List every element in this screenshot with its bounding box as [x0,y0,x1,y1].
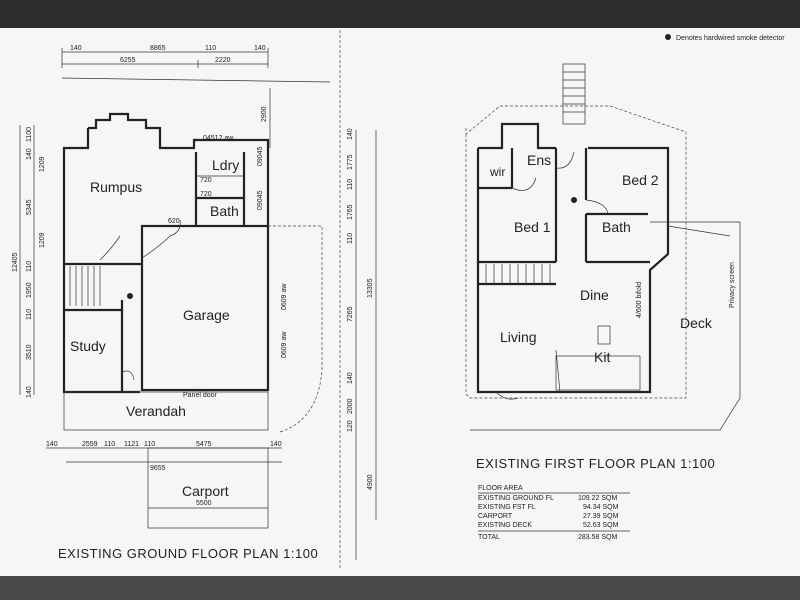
smoke-detector-icon [127,293,133,299]
ground-left-dim-8: 1950 [26,282,33,298]
ground-top-dim-5: 6255 [120,57,136,64]
first-floor-plan: Denotes hardwired smoke detector [465,34,785,541]
ground-bottom-dim-4: 1121 [124,441,139,448]
mid-dim-3: 110 [347,179,354,190]
mid-dim-5: 110 [347,233,354,244]
paper [0,28,800,576]
mid-dim-2: 1775 [347,154,354,170]
area-row-label: EXISTING DECK [478,522,532,529]
ground-left-dim-4: 5345 [26,199,33,215]
ground-left-dim-6: 12405 [12,252,19,272]
ground-left-dim-10: 3510 [26,344,33,360]
note-04512: 04512 aw [203,135,234,142]
mid-dim-7: 7265 [347,306,354,322]
mid-dim-8: 140 [347,372,354,384]
room-rumpus: Rumpus [90,179,142,195]
ground-floor-title: EXISTING GROUND FLOOR PLAN 1:100 [58,546,318,561]
note-09045-b: 09045 [257,190,264,210]
room-first-bath: Bath [602,219,631,235]
room-deck: Deck [680,315,713,331]
ground-top-dim-1: 140 [70,45,82,52]
note-720-a: 720 [200,177,212,184]
ground-left-dim-3: 1209 [39,156,46,172]
area-row-value: 52.63 SQM [583,522,619,529]
ground-top-dim-3: 110 [205,45,216,52]
smoke-detector-legend-icon [665,34,671,40]
area-total-label: TOTAL [478,534,500,541]
note-09045-a: 09045 [257,146,264,166]
note-720-b: 720 [200,191,212,198]
note-620: 620 [168,218,180,225]
room-carport: Carport [182,483,229,499]
first-floor-title: EXISTING FIRST FLOOR PLAN 1:100 [476,456,715,471]
ground-bottom-dim-5: 110 [144,441,155,448]
room-laundry: Ldry [212,157,239,173]
area-row-label: CARPORT [478,513,513,520]
ground-bottom-dim-3: 110 [104,441,115,448]
garage-walls [140,224,270,392]
mid-dim-11: 4900 [367,474,374,490]
room-wir: wir [489,165,505,179]
floor-area-table: FLOOR AREA EXISTING GROUND FL 109.22 SQM… [478,485,630,541]
ground-left-dim-9: 110 [26,309,33,320]
room-kitchen: Kit [594,349,610,365]
room-living: Living [500,329,537,345]
area-row-value: 109.22 SQM [578,495,617,502]
room-study: Study [70,338,106,354]
mid-dim-9: 2000 [347,398,354,414]
room-ground-bath: Bath [210,203,239,219]
mid-dim-10: 120 [347,420,354,432]
ground-top-dim-4: 140 [254,45,266,52]
note-bifold: 4/600 bifold [636,282,643,318]
ground-bottom-dim-6: 5475 [196,441,212,448]
ground-left-dim-1: 1100 [26,127,33,142]
ground-bottom-dim-7: 140 [270,441,282,448]
area-row-label: EXISTING GROUND FL [478,495,554,502]
ground-left-dim-2: 140 [26,148,33,160]
area-row-value: 27.39 SQM [583,513,619,520]
ground-floor-plan: 140 8865 110 140 6255 2220 2900 1100 140… [12,45,331,561]
ground-bottom-dim-8: 9655 [150,465,166,472]
mid-dim-6: 13305 [367,278,374,298]
verandah-outline [63,391,269,431]
ground-bottom-dim-1: 140 [46,441,58,448]
room-bed-2: Bed 2 [622,172,659,188]
kitchen-island [597,325,611,345]
note-privacy-screen: Privacy screen [729,262,736,308]
mid-dim-4: 1765 [347,204,354,220]
ground-top-dim-6: 2220 [215,57,231,64]
room-ensuite: Ens [527,152,551,168]
ground-bottom-dim-9: 5500 [196,500,212,507]
area-total-value: 283.58 SQM [578,534,617,541]
room-verandah: Verandah [126,403,186,419]
note-0609-b: 0609 aw [281,331,288,358]
kitchen-bench [555,355,641,391]
floor-area-heading: FLOOR AREA [478,485,523,492]
smoke-detector-legend: Denotes hardwired smoke detector [676,35,785,42]
area-row-label: EXISTING FST FL [478,504,536,511]
ground-left-dim-11: 140 [26,386,33,398]
ground-left-dim-5: 1209 [39,232,46,248]
smoke-detector-icon-first [571,197,577,203]
room-garage: Garage [183,307,230,323]
note-0609-a: 0609 aw [281,283,288,310]
note-panel-door: Panel door [183,392,218,399]
ground-right-dim: 2900 [261,106,268,122]
middle-dimension-column: 140 1775 110 1765 110 13305 7265 140 200… [347,128,377,560]
mid-dim-1: 140 [347,128,354,140]
room-dine: Dine [580,287,609,303]
ground-left-dim-7: 110 [26,261,33,272]
ground-top-dim-2: 8865 [150,45,166,52]
area-row-value: 94.34 SQM [583,504,619,511]
room-bed-1: Bed 1 [514,219,551,235]
ground-bottom-dim-2: 2559 [82,441,98,448]
